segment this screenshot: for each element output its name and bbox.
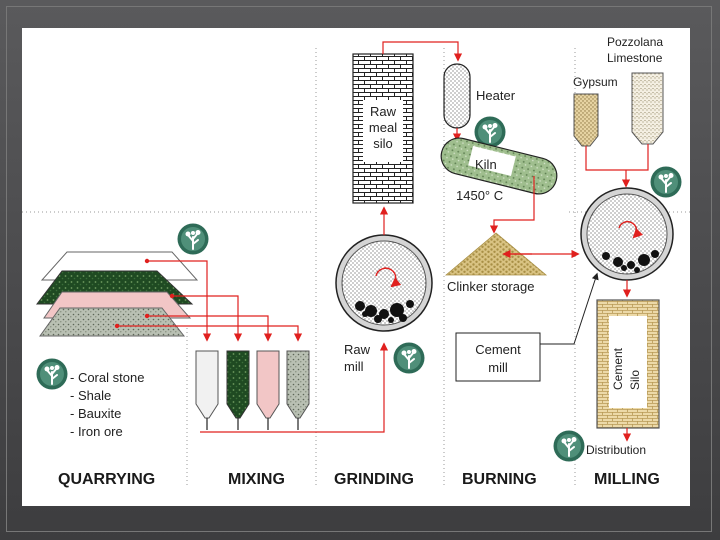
mixing-hoppers xyxy=(195,350,310,430)
svg-text:Pozzolana: Pozzolana xyxy=(607,35,663,49)
tree-emblem-icon xyxy=(36,358,68,390)
pozzolana-limestone-label: Pozzolana Limestone xyxy=(607,35,663,65)
stage-quarrying: QUARRYING xyxy=(58,471,155,488)
hoppers-to-cement-mill-flow xyxy=(585,144,649,186)
clinker-storage-label: Clinker storage xyxy=(447,279,534,294)
heater xyxy=(443,63,471,129)
material-shale: - Shale xyxy=(70,388,111,403)
material-iron-ore: - Iron ore xyxy=(70,424,123,439)
stage-milling: MILLING xyxy=(594,471,660,488)
raw-mill xyxy=(335,234,433,332)
silo-to-heater-flow xyxy=(382,41,463,62)
svg-text:silo: silo xyxy=(373,136,393,151)
svg-text:Silo: Silo xyxy=(628,370,642,390)
raw-meal-silo-label: Raw meal silo xyxy=(369,104,397,151)
raw-mill-label: Raw mill xyxy=(344,342,371,374)
quarry-to-mixing-flows xyxy=(117,260,303,342)
hopper-bauxite xyxy=(256,350,280,419)
stage-labels: QUARRYING MIXING GRINDING BURNING MILLIN… xyxy=(58,471,660,488)
iron-ore-layer xyxy=(39,307,186,337)
pozzolana-hopper xyxy=(631,72,664,145)
hopper-shale xyxy=(226,350,250,419)
tree-emblem-icon xyxy=(177,223,209,255)
tree-emblem-icon xyxy=(393,342,425,374)
kiln-label: Kiln xyxy=(475,157,497,172)
tree-emblem-icon xyxy=(553,430,585,462)
stage-grinding: GRINDING xyxy=(334,471,414,488)
quarry-layers xyxy=(35,251,199,337)
svg-text:Raw: Raw xyxy=(344,342,371,357)
kiln-to-clinker-flow xyxy=(489,176,535,234)
svg-text:Cement: Cement xyxy=(611,347,625,390)
heater-label: Heater xyxy=(476,88,516,103)
mixing-to-raw-mill-flow xyxy=(200,342,389,433)
cement-mill-label: Cement mill xyxy=(475,342,521,375)
flow-dots xyxy=(114,258,175,329)
svg-text:mill: mill xyxy=(344,359,364,374)
stage-burning: BURNING xyxy=(462,471,537,488)
tree-emblem-icon xyxy=(650,166,682,198)
cement-mill xyxy=(580,187,674,281)
slide-frame xyxy=(6,6,712,532)
hopper-iron xyxy=(286,350,310,419)
hopper-coral xyxy=(195,350,219,419)
quarry-material-list: - Coral stone - Shale - Bauxite - Iron o… xyxy=(70,370,144,439)
svg-text:Raw: Raw xyxy=(370,104,397,119)
gypsum-hopper xyxy=(573,93,599,147)
svg-text:Cement: Cement xyxy=(475,342,521,357)
svg-text:Limestone: Limestone xyxy=(607,51,663,65)
material-bauxite: - Bauxite xyxy=(70,406,121,421)
cement-silo-label: Cement Silo xyxy=(611,347,642,390)
kiln xyxy=(440,137,558,195)
gypsum-label: Gypsum xyxy=(573,75,618,89)
stage-mixing: MIXING xyxy=(228,471,285,488)
diagram-panel: - Coral stone - Shale - Bauxite - Iron o… xyxy=(22,28,690,506)
cement-mill-pointer xyxy=(540,272,599,345)
material-coral-stone: - Coral stone xyxy=(70,370,144,385)
cement-process-diagram: - Coral stone - Shale - Bauxite - Iron o… xyxy=(22,35,690,488)
svg-text:meal: meal xyxy=(369,120,397,135)
svg-text:mill: mill xyxy=(488,360,508,375)
distribution-label: Distribution xyxy=(586,443,646,457)
kiln-temperature: 1450° C xyxy=(456,188,503,203)
cement-mill-callout xyxy=(455,332,541,382)
